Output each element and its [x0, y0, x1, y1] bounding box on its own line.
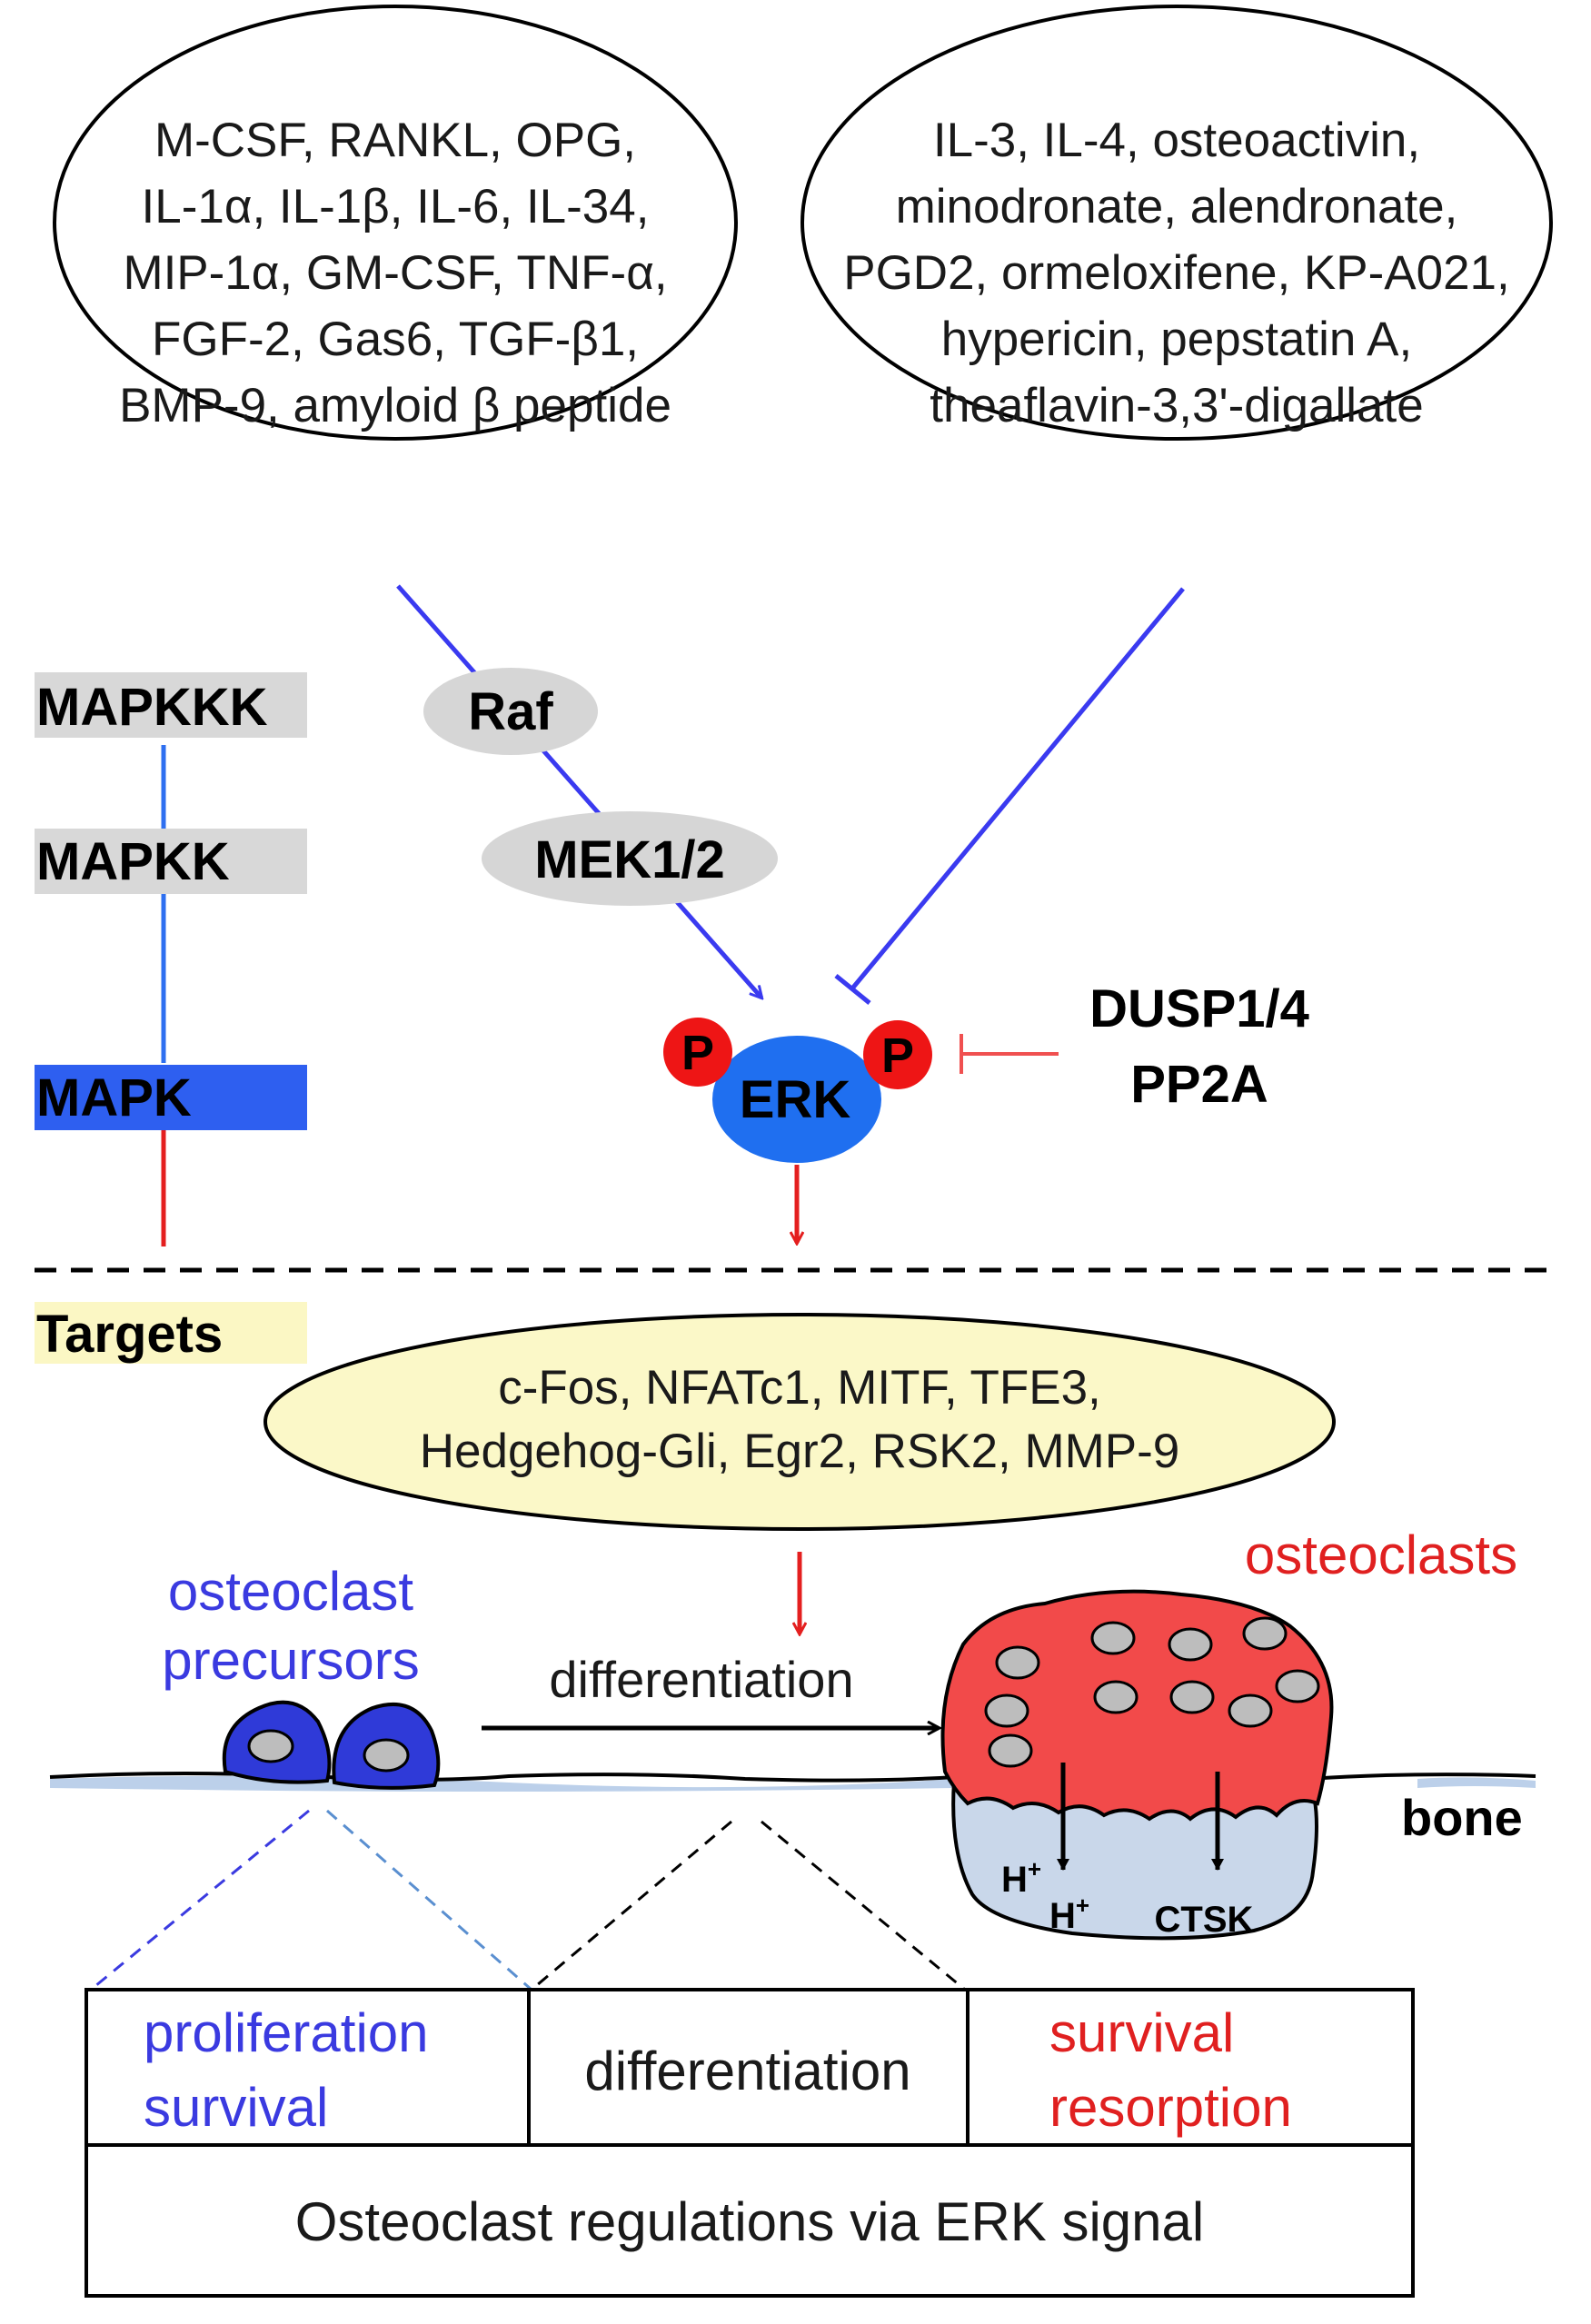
inhibitor-line: PGD2, ormeloxifene, KP-A021, — [843, 246, 1510, 300]
resorption-pit — [951, 1778, 1318, 1941]
erk-node: ERK P P — [663, 1018, 932, 1163]
targets-label-box — [35, 1302, 307, 1364]
cell-nucleus — [995, 1645, 1040, 1680]
inhibitor-line: minodronate, alendronate, — [896, 180, 1458, 233]
mapkkk-box — [35, 672, 307, 738]
mek-node: MEK1/2 — [482, 811, 778, 906]
table-footer: Osteoclast regulations via ERK signal — [295, 2191, 1205, 2252]
activator-line: M-CSF, RANKL, OPG, — [154, 114, 636, 167]
table-cell-text: survival — [144, 2077, 328, 2138]
summary-table: proliferation survival differentiation s… — [85, 1988, 1415, 2298]
cell-nucleus — [1242, 1616, 1288, 1651]
phospho-circle — [863, 1020, 932, 1089]
mapkk-label: MAPKK — [36, 832, 230, 891]
connector-dashed — [531, 1820, 732, 1991]
differentiation-arrow-label: differentiation — [549, 1651, 853, 1708]
connector-dashed — [90, 1809, 310, 1991]
table-cell-text: resorption — [1049, 2077, 1292, 2138]
precursor-cell — [222, 1700, 332, 1784]
inhibitors-oval: IL-3, IL-4, osteoactivin, minodronate, a… — [800, 5, 1553, 441]
cell-nucleus — [984, 1693, 1029, 1728]
bone-label: bone — [1401, 1789, 1523, 1846]
raf-label: Raf — [468, 682, 553, 741]
activator-line: FGF-2, Gas6, TGF-β1, — [152, 313, 639, 366]
cell-nucleus — [1228, 1693, 1273, 1728]
cell-nucleus — [1090, 1621, 1136, 1655]
precursors-label: osteoclast — [168, 1561, 413, 1622]
cell-nucleus — [247, 1729, 294, 1763]
cell-nucleus — [1275, 1669, 1320, 1703]
osteoclasts-label: osteoclasts — [1245, 1525, 1517, 1585]
activator-line: IL-1α, IL-1β, IL-6, IL-34, — [142, 180, 650, 233]
cell-nucleus — [1168, 1627, 1213, 1662]
phosphatase-label: PP2A — [1130, 1055, 1268, 1114]
cascade-legend: MAPKKK MAPKK MAPK — [35, 672, 307, 1246]
activation-arrow — [396, 584, 761, 998]
inhibitor-line: IL-3, IL-4, osteoactivin, — [933, 114, 1420, 167]
inhibition-bar — [834, 974, 871, 1005]
mek-label: MEK1/2 — [534, 830, 725, 889]
targets-oval: c-Fos, NFATc1, MITF, TFE3, Hedgehog-Gli,… — [264, 1313, 1336, 1531]
phosphatase-label: DUSP1/4 — [1089, 979, 1309, 1038]
phospho-label: P — [681, 1026, 714, 1080]
osteoclast-cell — [940, 1589, 1334, 1822]
table-cell-text: proliferation — [144, 2002, 429, 2063]
proton-label: H+ — [1049, 1892, 1089, 1936]
activators-oval: M-CSF, RANKL, OPG, IL-1α, IL-1β, IL-6, I… — [53, 5, 738, 441]
proton-label: H+ — [1001, 1855, 1041, 1900]
phospho-circle — [663, 1018, 732, 1087]
cell-nucleus — [1093, 1680, 1139, 1714]
phospho-label: P — [881, 1028, 914, 1083]
cell-nucleus — [1169, 1680, 1215, 1714]
precursor-cell — [332, 1702, 441, 1790]
bone-outline — [49, 1772, 957, 1783]
connector-dashed — [326, 1809, 532, 1991]
bone-surface — [1417, 1777, 1536, 1788]
inhibitor-line: hypericin, pepstatin A, — [941, 313, 1413, 366]
bone-outline — [1308, 1773, 1536, 1781]
activator-line: BMP-9, amyloid β peptide — [119, 379, 671, 432]
activator-line: MIP-1α, GM-CSF, TNF-α, — [123, 246, 667, 300]
target-line: c-Fos, NFATc1, MITF, TFE3, — [498, 1361, 1101, 1415]
targets-label: Targets — [36, 1305, 223, 1364]
precursors-label: precursors — [162, 1630, 419, 1691]
table-cell-text: differentiation — [584, 2041, 910, 2101]
target-line: Hedgehog-Gli, Egr2, RSK2, MMP-9 — [420, 1425, 1180, 1478]
mapkkk-label: MAPKKK — [36, 678, 268, 737]
connector-dashed — [761, 1820, 966, 1991]
erk-label: ERK — [740, 1070, 851, 1129]
raf-node: Raf — [423, 668, 598, 755]
mapk-box — [35, 1065, 307, 1130]
inhibition-line — [850, 587, 1185, 990]
cell-nucleus — [363, 1738, 410, 1773]
ctsk-label: CTSK — [1155, 1900, 1254, 1940]
mapkk-box — [35, 829, 307, 894]
table-cell-text: survival — [1049, 2002, 1234, 2063]
inhibitor-line: theaflavin-3,3'-digallate — [930, 379, 1423, 432]
cell-nucleus — [988, 1733, 1033, 1768]
mapk-label: MAPK — [36, 1068, 192, 1127]
